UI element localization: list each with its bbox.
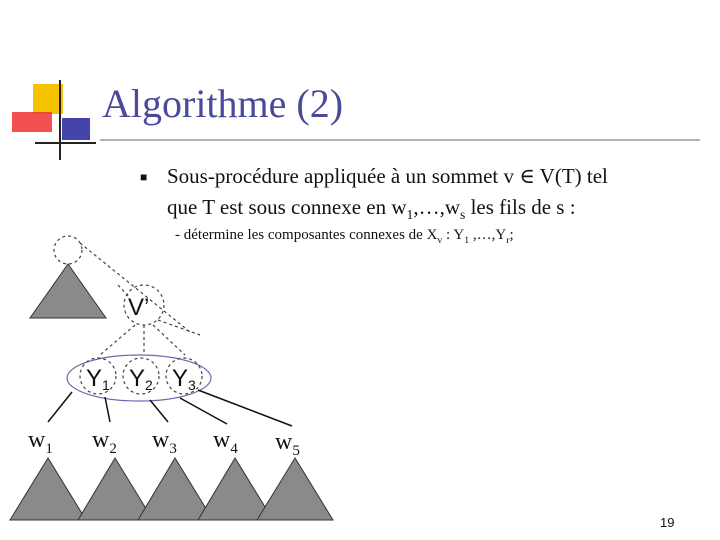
y-node-3 [165, 357, 203, 395]
y-node-2-label: Y2 [129, 365, 153, 393]
logo-blue-square [62, 118, 90, 140]
w-node-5-label: w5 [275, 429, 300, 459]
subtree-triangle-w4 [197, 457, 274, 521]
bullet-line-2-text-c: les fils de s : [465, 195, 576, 219]
edge-to-w5 [197, 389, 293, 427]
sub-line-text-a: - détermine les composantes connexes de … [175, 227, 438, 243]
edge-to-w4 [179, 397, 228, 425]
vprime-label: V’ [128, 294, 149, 321]
subtree-triangle-w2 [77, 457, 154, 521]
subtree-triangle-w5 [256, 457, 334, 521]
sub-line-text-c: ,…,Y [469, 227, 507, 243]
edge-to-w3 [149, 399, 169, 423]
subtree-triangle-w3 [137, 457, 214, 521]
slide-logo [12, 80, 700, 160]
bullet-line-2-text-a: que T est sous connexe en w [167, 195, 407, 219]
bullet-marker: ■ [140, 170, 148, 184]
y-node-2 [122, 357, 160, 395]
edge-to-w1 [47, 391, 73, 423]
sub-line-text-d: ; [509, 227, 514, 243]
sub-line-text-b: : Y [442, 227, 465, 243]
edge-vprime-y1 [99, 324, 136, 356]
w-node-4-label: w4 [213, 427, 238, 457]
y-node-1 [79, 357, 117, 395]
bullet-line-2-text-b: ,…,w [413, 195, 461, 219]
subtree-triangle-w1 [9, 457, 87, 521]
bullet-line-2: que T est sous connexe en w1,…,ws les fi… [167, 195, 576, 223]
root-subtree-triangle [29, 263, 107, 319]
edge-to-w2 [104, 396, 111, 423]
w-node-2-label: w2 [92, 427, 117, 457]
w-node-3-label: w3 [152, 427, 177, 457]
bullet-line-1: Sous-procédure appliquée à un sommet v ∈… [167, 164, 608, 188]
root-to-vprime-edge [117, 284, 131, 299]
components-ellipse [66, 354, 212, 402]
page-number: 19 [660, 515, 675, 530]
logo-red-square [12, 112, 52, 132]
logo-yellow-square [33, 84, 63, 114]
sub-line-sub-c: r [506, 235, 510, 246]
vprime-edge-right [157, 319, 201, 336]
y-node-1-label: Y1 [86, 365, 110, 393]
bullet-line-2-sub-a: 1 [406, 207, 414, 223]
root-node [53, 235, 83, 265]
slide-title: Algorithme (2) [102, 81, 344, 126]
sub-bullet-line: - détermine les composantes connexes de … [175, 227, 514, 246]
sub-line-sub-a: v [437, 235, 443, 246]
bullet-line-2-sub-b: s [460, 207, 466, 223]
y-node-3-label: Y3 [172, 365, 196, 393]
edge-vprime-y3 [152, 324, 186, 356]
sub-line-sub-b: 1 [464, 235, 470, 246]
w-node-1-label: w1 [28, 427, 53, 457]
